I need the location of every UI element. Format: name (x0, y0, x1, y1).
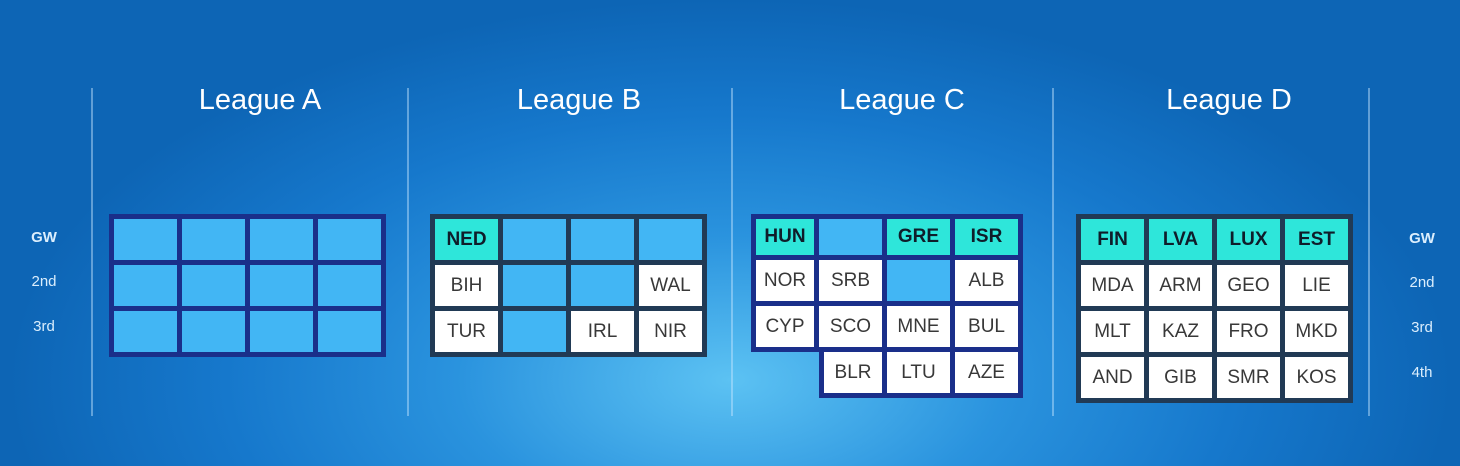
host-cell: GRE (887, 214, 955, 260)
league-a-grid (109, 214, 386, 357)
left-2nd-label: 2nd (31, 273, 57, 290)
team-cell: NIR (639, 311, 702, 352)
empty-cell (571, 265, 634, 306)
empty-cell (318, 219, 381, 260)
host-cell: ISR (955, 214, 1023, 260)
empty-cell (571, 219, 634, 260)
team-cell: SCO (819, 306, 887, 352)
team-cell: BUL (955, 306, 1023, 352)
team-cell: KOS (1285, 357, 1348, 398)
host-cell: LUX (1217, 219, 1280, 260)
empty-cell (182, 311, 245, 352)
left-gw-label: GW (31, 229, 57, 246)
team-cell: BIH (435, 265, 498, 306)
empty-cell (819, 214, 887, 260)
team-cell: CYP (751, 306, 819, 352)
team-cell: KAZ (1149, 311, 1212, 352)
host-cell: LVA (1149, 219, 1212, 260)
team-cell: SMR (1217, 357, 1280, 398)
league-c-notch (751, 357, 819, 409)
empty-cell (114, 311, 177, 352)
right-gw-label: GW (1409, 230, 1435, 247)
empty-cell (114, 265, 177, 306)
team-cell: WAL (639, 265, 702, 306)
empty-cell (182, 265, 245, 306)
empty-cell (318, 265, 381, 306)
divider (731, 88, 733, 416)
host-cell: NED (435, 219, 498, 260)
empty-cell (503, 311, 566, 352)
team-cell: MDA (1081, 265, 1144, 306)
empty-cell (250, 311, 313, 352)
left-3rd-label: 3rd (33, 318, 55, 335)
team-cell: IRL (571, 311, 634, 352)
empty-cell (250, 265, 313, 306)
league-a-title: League A (198, 84, 322, 116)
right-3rd-label: 3rd (1411, 319, 1433, 336)
empty-cell (250, 219, 313, 260)
team-cell: MNE (887, 306, 955, 352)
team-cell: GEO (1217, 265, 1280, 306)
empty-cell (114, 219, 177, 260)
team-cell: ARM (1149, 265, 1212, 306)
divider (407, 88, 409, 416)
empty-cell (639, 219, 702, 260)
team-cell: MKD (1285, 311, 1348, 352)
team-cell: AND (1081, 357, 1144, 398)
league-d-title: League D (1166, 84, 1292, 116)
team-cell: NOR (751, 260, 819, 306)
empty-cell (503, 219, 566, 260)
divider (1368, 88, 1370, 416)
host-cell: EST (1285, 219, 1348, 260)
team-cell: ALB (955, 260, 1023, 306)
team-cell: LTU (887, 352, 955, 398)
team-cell: BLR (819, 352, 887, 398)
right-4th-label: 4th (1411, 364, 1433, 381)
host-cell: HUN (751, 214, 819, 260)
divider (1052, 88, 1054, 416)
empty-cell (887, 260, 955, 306)
league-c-title: League C (839, 84, 965, 116)
team-cell: GIB (1149, 357, 1212, 398)
team-cell: LIE (1285, 265, 1348, 306)
empty-cell (182, 219, 245, 260)
right-2nd-label: 2nd (1409, 274, 1435, 291)
empty-cell (503, 265, 566, 306)
league-b-title: League B (516, 84, 642, 116)
divider (91, 88, 93, 416)
empty-cell (318, 311, 381, 352)
team-cell: TUR (435, 311, 498, 352)
team-cell: AZE (955, 352, 1023, 398)
team-cell: FRO (1217, 311, 1280, 352)
team-cell: MLT (1081, 311, 1144, 352)
host-cell: FIN (1081, 219, 1144, 260)
team-cell: SRB (819, 260, 887, 306)
